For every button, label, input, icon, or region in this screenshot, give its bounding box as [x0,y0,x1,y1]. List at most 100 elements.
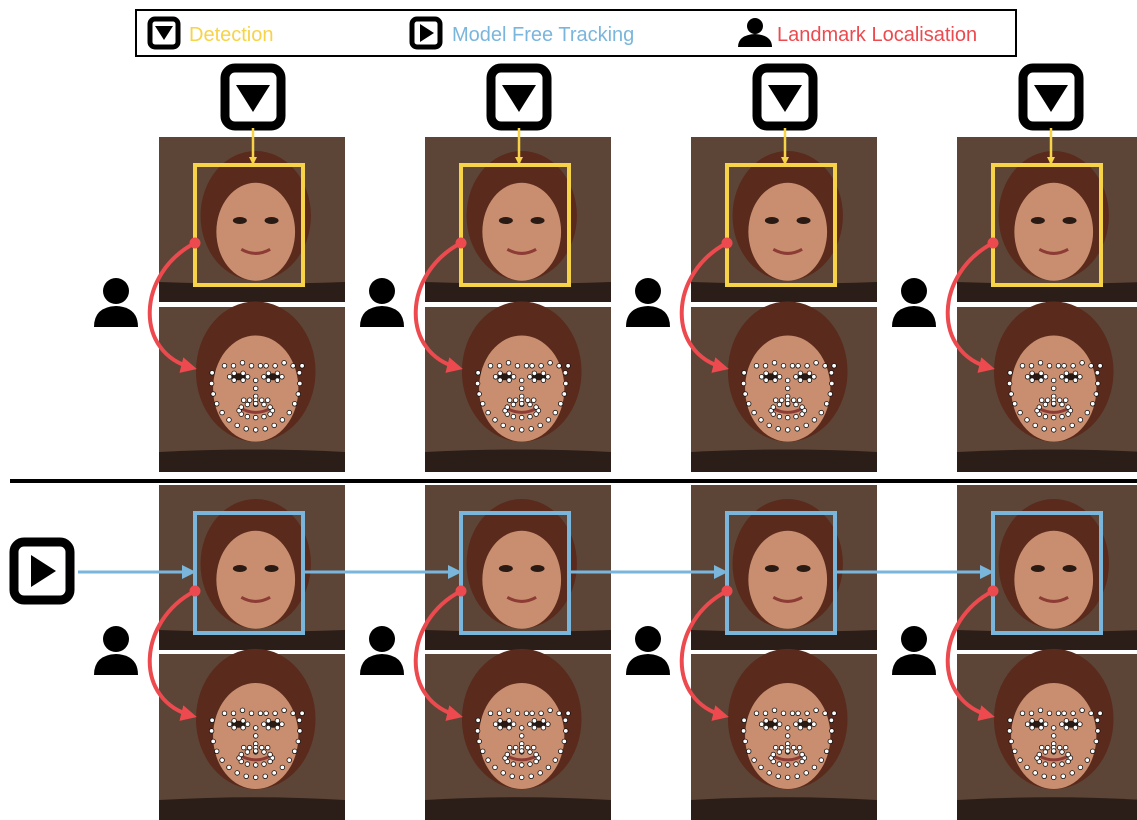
landmark-point [799,411,805,417]
landmark-point [299,710,305,716]
landmark-point [238,404,244,410]
landmark-point [259,744,265,751]
landmark-point [789,363,796,369]
landmark-point [476,391,482,397]
landmark-arrow-origin [987,585,999,597]
landmark-point [1059,401,1065,408]
landmark-point [1070,710,1076,716]
landmark-point [519,385,525,392]
landmark-point [531,377,538,383]
person-icon [94,626,138,675]
landmark-point [506,377,512,383]
landmark-point [758,721,765,727]
landmark-point [519,377,525,384]
landmark-point [1044,397,1051,403]
landmark-point [758,764,764,771]
landmark-point [487,363,494,369]
landmark-point [740,380,747,387]
landmark-point [827,391,833,397]
landmark-point [1028,710,1035,716]
landmark-point [793,761,799,767]
landmark-point [252,762,259,768]
landmark-point [213,748,220,754]
landmark-point [1097,363,1103,369]
landmark-point [1006,380,1013,387]
landmark-point [545,764,552,771]
landmark-point [1024,417,1030,423]
landmark-point [1012,401,1018,407]
landmark-arrow [413,241,463,373]
landmark-point [1037,707,1044,713]
landmark-point [829,728,835,734]
landmark-point [1059,749,1065,755]
landmark-point [1063,377,1070,383]
legend-landmark-label: Landmark Localisation [777,24,977,46]
landmark-point [545,417,552,423]
landmark-point [540,725,547,731]
landmark-point [239,360,246,366]
tracking-icon [409,16,443,50]
landmark-point [244,749,251,755]
landmark-point [527,413,533,420]
landmark-point [230,710,237,716]
landmark-point [1038,725,1044,731]
landmark-point [811,374,817,380]
landmark-point [519,762,525,768]
landmark-point [794,773,800,779]
landmark-point [265,725,272,731]
landmark-point [1007,717,1013,723]
landmark-point [804,710,810,716]
landmark-point [797,397,803,403]
landmark-point [797,377,804,383]
landmark-point [265,744,271,751]
landmark-point [773,744,779,751]
landmark-point [274,718,281,724]
landmark-point [799,404,805,410]
landmark-point [240,718,246,724]
landmark-point [246,744,253,751]
landmark-point [240,744,247,751]
frame-photo [159,485,345,650]
landmark-point [240,377,246,383]
landmark-point [771,360,778,366]
landmark-point [1088,710,1094,716]
detection-bounding-box [459,163,571,287]
landmark-point [1084,757,1090,763]
landmark-point [231,370,237,376]
landmark-point [1084,409,1090,416]
landmark-point [1050,385,1057,392]
landmark-point [1079,707,1085,713]
landmark-point [240,725,246,731]
landmark-point [1029,725,1035,731]
landmark-point [262,426,268,432]
frame-photo [159,137,345,302]
landmark-point [529,363,535,369]
landmark-point [780,710,787,716]
landmark-point [297,728,303,734]
landmark-point [261,761,267,767]
landmark-point [500,422,506,429]
person-icon [892,626,936,675]
landmark-point [1095,728,1101,734]
landmark-point [540,718,547,724]
landmark-point [279,417,286,423]
landmark-point [272,710,278,716]
landmark-arrow [945,241,995,373]
landmark-point [531,370,538,376]
landmark-point [1072,725,1079,731]
landmark-point [244,401,251,408]
landmark-point [775,426,781,432]
person-icon [94,278,138,327]
landmark-point [1050,400,1057,407]
landmark-point [799,758,805,765]
landmark-point [1062,397,1069,403]
landmark-point [537,770,543,776]
landmark-point [776,761,783,767]
landmark-arrow [945,589,995,721]
landmark-point [813,360,819,366]
landmark-point [1024,764,1030,771]
landmark-point [818,757,824,763]
landmark-point [529,710,535,716]
landmark-point [540,377,547,383]
landmark-point [1042,749,1049,755]
